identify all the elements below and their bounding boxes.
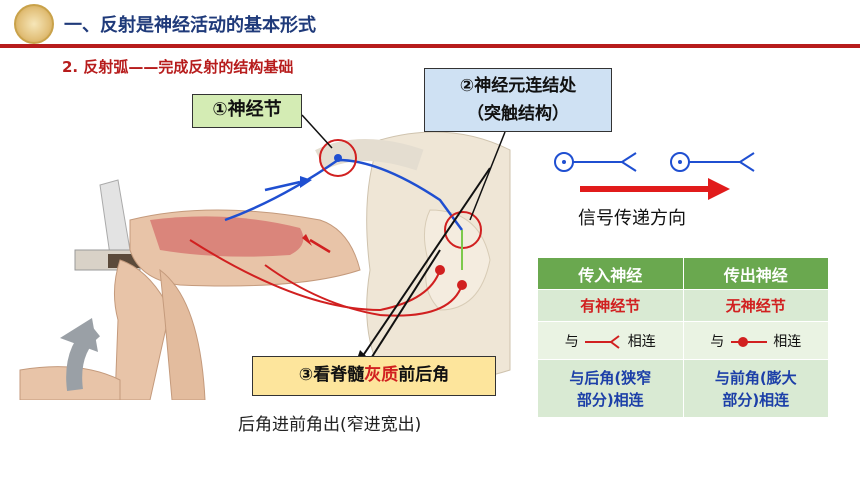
neuron-legend	[554, 152, 755, 200]
afferent-connection-post: 相连	[627, 333, 656, 350]
header: 一、反射是神经活动的基本形式	[0, 0, 860, 48]
afferent-horn: 与后角(狭窄 部分)相连	[537, 359, 684, 418]
label-gray-matter: ③看脊髓灰质前后角	[252, 356, 496, 396]
label-synapse-line1: ②神经元连结处	[459, 76, 577, 96]
afferent-horn-line1: 与后角(狭窄	[569, 368, 652, 387]
header-afferent: 传入神经	[537, 257, 684, 290]
reflex-arc-illustration	[19, 114, 511, 400]
label-gray-pre: ③看脊髓	[298, 365, 365, 385]
efferent-connection-post: 相连	[773, 333, 802, 350]
efferent-connection: 与 相连	[682, 321, 829, 360]
label-gray-post: 前后角	[398, 365, 450, 385]
neuron-symbol-2	[670, 152, 755, 172]
efferent-horn-line1: 与前角(膨大	[714, 368, 797, 387]
afferent-ganglion: 有神经节	[537, 289, 684, 322]
axon-terminal-icon	[585, 334, 620, 349]
label-synapse-line2: （突触结构）	[467, 104, 569, 124]
signal-direction-label: 信号传递方向	[578, 208, 686, 229]
table-header-row: 传入神经 传出神经	[537, 257, 829, 290]
efferent-connection-pre: 与	[710, 333, 725, 350]
table-row: 与 相连 与 相连	[537, 321, 829, 360]
efferent-horn: 与前角(膨大 部分)相连	[682, 359, 829, 418]
signal-direction-arrow	[580, 178, 730, 200]
afferent-connection-pre: 与	[564, 333, 579, 350]
label-synapse: ②神经元连结处 （突触结构）	[424, 68, 612, 132]
caption: 后角进前角出(窄进宽出)	[238, 415, 422, 435]
efferent-ganglion: 无神经节	[682, 289, 829, 322]
table-row: 有神经节 无神经节	[537, 289, 829, 322]
efferent-horn-line2: 部分)相连	[722, 390, 790, 409]
nerve-comparison-table: 传入神经 传出神经 有神经节 无神经节 与 相连 与 相连 与后角(狭窄	[537, 257, 829, 418]
afferent-horn-line2: 部分)相连	[576, 390, 644, 409]
afferent-connection: 与 相连	[537, 321, 684, 360]
section-subtitle: 2. 反射弧——完成反射的结构基础	[62, 58, 294, 76]
label-ganglion: ①神经节	[192, 94, 302, 128]
label-gray-highlight: 灰质	[364, 365, 399, 385]
header-divider	[0, 44, 860, 48]
header-efferent: 传出神经	[682, 257, 829, 290]
page-title: 一、反射是神经活动的基本形式	[64, 15, 316, 36]
table-row: 与后角(狭窄 部分)相连 与前角(膨大 部分)相连	[537, 359, 829, 418]
spinal-cord	[366, 131, 511, 381]
logo	[14, 4, 54, 44]
neuron-symbol-1	[554, 152, 637, 172]
cell-body-icon	[730, 336, 767, 347]
